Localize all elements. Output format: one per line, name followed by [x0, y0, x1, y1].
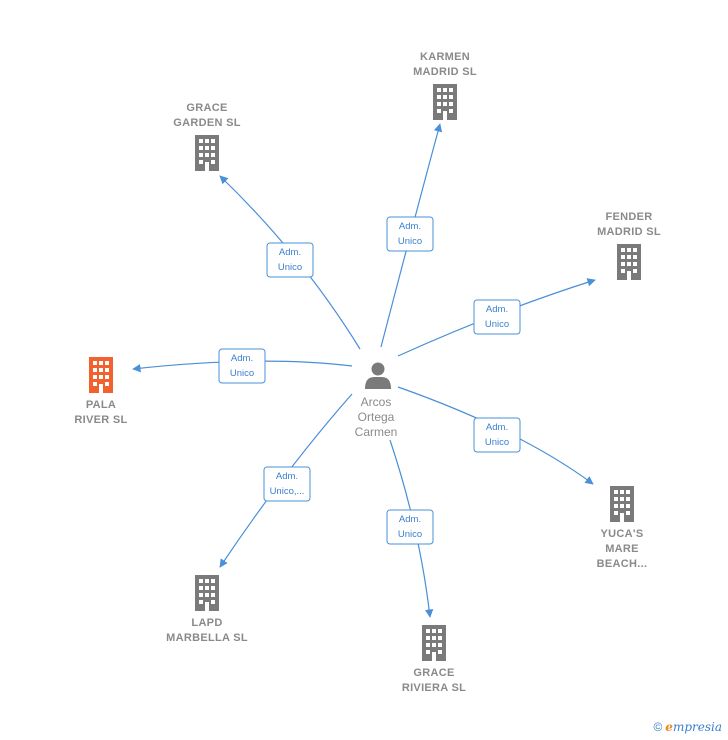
edge-label-text: Adm.	[486, 422, 508, 433]
edge-grace-riviera: Adm. Unico	[386, 439, 434, 618]
company-name[interactable]: PALA	[86, 399, 116, 411]
company-name[interactable]: MARE	[605, 543, 639, 555]
edge-label-box[interactable]	[266, 242, 314, 278]
company-name[interactable]: KARMEN	[420, 51, 470, 63]
edge-fender: Adm. Unico	[397, 278, 596, 357]
company-name[interactable]: YUCA'S	[601, 528, 644, 540]
edge-label-text: Unico	[278, 262, 302, 273]
company-node-fender[interactable]: FENDER MADRID SL	[597, 211, 661, 280]
edge-label-text: Unico,...	[270, 486, 305, 497]
company-node-grace-riviera[interactable]: GRACE RIVIERA SL	[402, 625, 466, 694]
company-node-pala[interactable]: PALA RIVER SL	[74, 357, 127, 426]
nodes-layer: KARMEN MADRID SL GRACE GARDEN SL FENDER MADRI…	[74, 51, 660, 694]
edge-label-text: Adm.	[231, 353, 253, 364]
company-node-grace-garden[interactable]: GRACE GARDEN SL	[173, 102, 240, 171]
edge-label-text: Unico	[485, 437, 509, 448]
edge-label-text: Adm.	[279, 247, 301, 258]
edge-grace-garden: Adm. Unico	[219, 175, 361, 350]
edge-label-text: Unico	[230, 368, 254, 379]
person-name[interactable]: Carmen	[355, 425, 398, 439]
company-name[interactable]: RIVIERA SL	[402, 682, 466, 694]
edge-yucas: Adm. Unico	[397, 386, 594, 485]
edge-label-box[interactable]	[218, 348, 266, 384]
company-name[interactable]: FENDER	[605, 211, 652, 223]
person-icon[interactable]	[365, 362, 391, 390]
company-name[interactable]: BEACH...	[597, 558, 648, 570]
edge-label-box[interactable]	[263, 466, 311, 502]
building-icon[interactable]	[610, 486, 634, 522]
company-name[interactable]: GARDEN SL	[173, 117, 240, 129]
edge-label-text: Adm.	[486, 304, 508, 315]
edge-label-box[interactable]	[386, 216, 434, 252]
company-name[interactable]: MADRID SL	[413, 66, 477, 78]
company-name[interactable]: GRACE	[186, 102, 227, 114]
edge-label-text: Unico	[485, 319, 509, 330]
building-icon[interactable]	[195, 135, 219, 171]
building-icon[interactable]	[433, 84, 457, 120]
edge-label-text: Adm.	[399, 221, 421, 232]
edge-label-text: Unico	[398, 236, 422, 247]
edge-label-box[interactable]	[473, 299, 521, 335]
edge-label-text: Adm.	[276, 471, 298, 482]
edge-label-text: Adm.	[399, 514, 421, 525]
empresia-watermark: ©empresia	[653, 720, 722, 734]
company-node-yucas[interactable]: YUCA'S MARE BEACH...	[597, 486, 648, 570]
company-name[interactable]: RIVER SL	[74, 414, 127, 426]
edge-label-box[interactable]	[473, 417, 521, 453]
company-name[interactable]: LAPD	[191, 617, 222, 629]
building-icon[interactable]	[617, 244, 641, 280]
edge-label-text: Unico	[398, 529, 422, 540]
company-node-lapd[interactable]: LAPD MARBELLA SL	[166, 575, 248, 644]
person-name[interactable]: Arcos	[361, 395, 392, 409]
edge-lapd: Adm. Unico,...	[219, 393, 353, 568]
person-name[interactable]: Ortega	[358, 410, 395, 424]
building-icon[interactable]	[89, 357, 113, 393]
edge-pala: Adm. Unico	[132, 348, 353, 384]
brand-rest: mpresia	[672, 720, 722, 734]
edges-layer: Adm.UnicoAdm.UnicoAdm.UnicoAdm.UnicoAdm.…	[132, 123, 596, 618]
building-icon[interactable]	[422, 625, 446, 661]
company-name[interactable]: MARBELLA SL	[166, 632, 248, 644]
company-name[interactable]: MADRID SL	[597, 226, 661, 238]
building-icon[interactable]	[195, 575, 219, 611]
company-name[interactable]: GRACE	[413, 667, 454, 679]
edge-karmen: Adm. Unico	[380, 123, 443, 348]
edge-label-box[interactable]	[386, 509, 434, 545]
brand-e: e	[665, 720, 673, 734]
copyright-symbol: ©	[653, 720, 663, 734]
company-node-karmen[interactable]: KARMEN MADRID SL	[413, 51, 477, 120]
